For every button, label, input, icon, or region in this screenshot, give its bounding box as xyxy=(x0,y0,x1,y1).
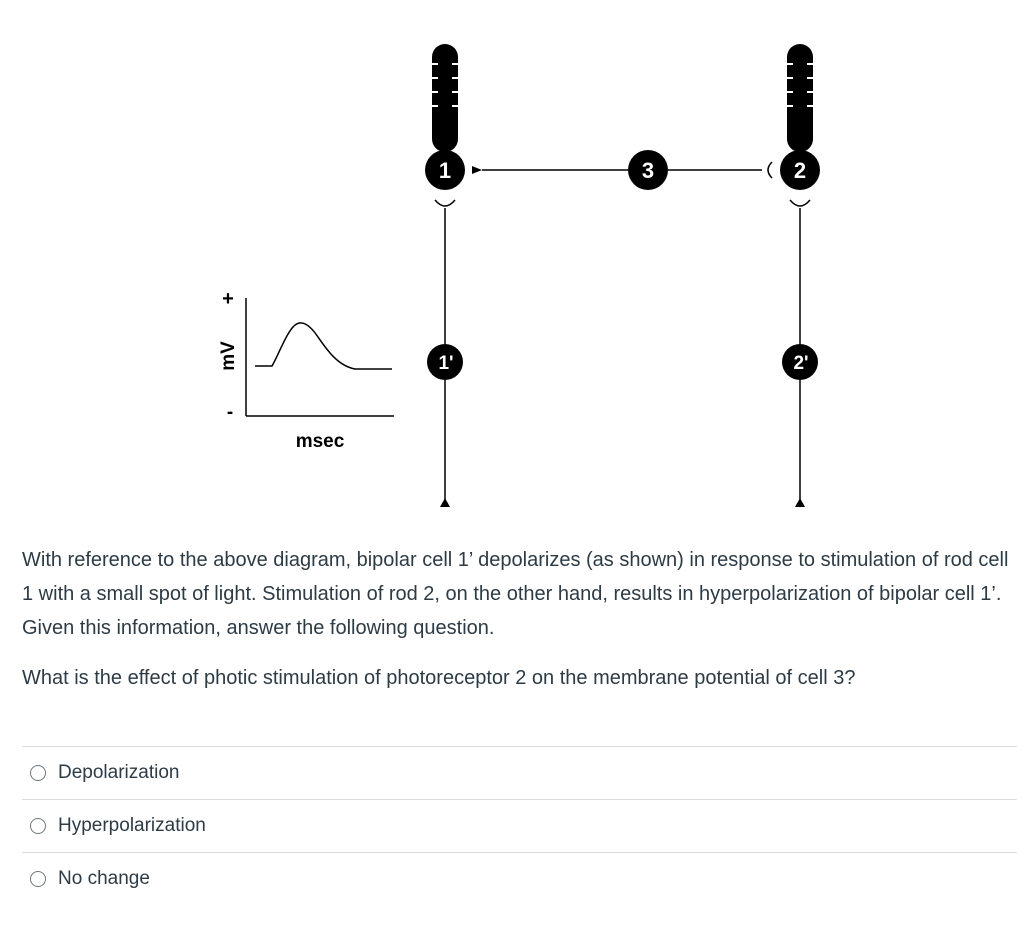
radio-button[interactable] xyxy=(30,871,46,887)
retina-circuit-diagram: 1 2 3 1' xyxy=(218,44,820,507)
synapse-2-to-2prime xyxy=(789,199,811,207)
graph-y-label: mV xyxy=(218,341,239,371)
question-prompt: What is the effect of photic stimulation… xyxy=(22,667,856,689)
synapse-1-to-1prime xyxy=(434,199,456,207)
radio-button[interactable] xyxy=(30,765,46,781)
cell-3-label: 3 xyxy=(642,158,654,183)
bipolar-cell-1prime: 1' xyxy=(427,208,463,507)
rod-cell-1: 1 xyxy=(425,44,465,190)
depolarization-trace xyxy=(255,322,392,370)
graph-x-label: msec xyxy=(296,431,345,452)
membrane-potential-graph: + mV - msec xyxy=(218,288,394,452)
bipolar-cell-2prime: 2' xyxy=(782,208,818,507)
horizontal-cell-3: 3 xyxy=(472,150,773,190)
answer-list: Depolarization Hyperpolarization No chan… xyxy=(22,746,1017,905)
answer-option-hyperpolarization[interactable]: Hyperpolarization xyxy=(22,799,1017,852)
graph-y-plus: + xyxy=(222,288,234,310)
rod-cell-2: 2 xyxy=(780,44,820,190)
graph-y-minus: - xyxy=(227,402,233,423)
answer-option-no-change[interactable]: No change xyxy=(22,852,1017,905)
question-text: With reference to the above diagram, bip… xyxy=(22,543,1012,695)
answer-label: No change xyxy=(58,868,150,889)
cell-2-label: 2 xyxy=(794,158,806,183)
answer-option-depolarization[interactable]: Depolarization xyxy=(22,746,1017,799)
question-stem: With reference to the above diagram, bip… xyxy=(22,549,1009,639)
cell-2prime-label: 2' xyxy=(793,353,808,374)
cell-1-label: 1 xyxy=(439,158,451,183)
answer-label: Depolarization xyxy=(58,762,180,783)
cell-1prime-label: 1' xyxy=(438,353,453,374)
answer-label: Hyperpolarization xyxy=(58,815,206,836)
radio-button[interactable] xyxy=(30,818,46,834)
